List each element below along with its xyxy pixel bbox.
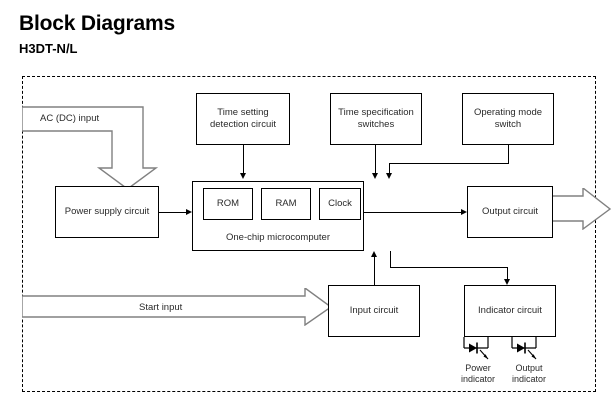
block-time-specification-switches[interactable]: Time specification switches [330,93,422,145]
arrowhead-opmode-to-mcu [385,173,392,179]
line-mcu-right-indicator [390,267,508,268]
line-opmode-left [389,163,509,164]
page-subtitle: H3DT-N/L [19,41,78,56]
line-input-to-mcu [374,257,375,285]
output-indicator-led-icon [506,337,552,368]
block-time-spec-line1: Time specification [338,107,414,118]
power-indicator-led-icon [458,337,504,368]
line-timesetting-to-mcu [243,145,244,173]
block-output-circuit-label: Output circuit [482,206,538,217]
line-opmode-down [508,145,509,164]
line-mcu-to-output [364,212,462,213]
block-time-spec-line2: switches [357,119,395,130]
block-rom-label: ROM [216,198,240,209]
arrowhead-power-to-mcu [186,208,192,215]
page-title: Block Diagrams [19,12,175,35]
block-power-supply-label: Power supply circuit [64,206,150,217]
block-time-setting-detection-circuit[interactable]: Time setting detection circuit [196,93,290,145]
block-time-setting-line1: Time setting [217,107,269,118]
ac-dc-input-label: AC (DC) input [40,113,100,124]
block-ram-label: RAM [275,198,297,209]
block-clock[interactable]: Clock [319,188,361,220]
start-input-block-arrow [22,288,332,326]
power-indicator-line1: Power [465,363,491,373]
line-power-to-mcu [159,212,186,213]
line-opmode-to-mcu [389,163,390,173]
diagram-enclosure-dashed [22,76,596,392]
arrowhead-mcu-to-indicator [503,279,510,285]
arrowhead-input-to-mcu [370,251,377,257]
block-time-setting-line2: detection circuit [209,119,276,130]
block-operating-mode-line2: switch [494,119,522,130]
block-mcu-label: One-chip microcomputer [225,232,330,243]
line-mcu-down-indicator [390,251,391,268]
power-indicator-label: Power indicator [447,363,509,385]
line-timespec-to-mcu [375,145,376,173]
block-power-supply-circuit[interactable]: Power supply circuit [55,186,159,238]
power-indicator-line2: indicator [460,374,496,384]
block-indicator-circuit[interactable]: Indicator circuit [464,285,556,337]
arrowhead-timesetting-to-mcu [239,173,246,179]
output-indicator-label: Output indicator [498,363,560,385]
block-output-circuit[interactable]: Output circuit [467,186,553,238]
start-input-label: Start input [139,302,183,313]
arrowhead-timespec-to-mcu [371,173,378,179]
block-input-circuit[interactable]: Input circuit [328,285,420,337]
block-input-circuit-label: Input circuit [349,305,399,316]
block-clock-label: Clock [328,198,352,209]
output-indicator-line1: Output [515,363,543,373]
output-indicator-line2: indicator [511,374,547,384]
block-indicator-circuit-label: Indicator circuit [478,305,542,316]
arrowhead-mcu-to-output [461,208,467,215]
block-operating-mode-switch[interactable]: Operating mode switch [462,93,554,145]
output-block-arrow [548,188,615,230]
block-ram[interactable]: RAM [261,188,311,220]
block-rom[interactable]: ROM [203,188,253,220]
ac-dc-input-block-arrow [22,106,162,191]
line-indicator-drop [507,267,508,279]
block-operating-mode-line1: Operating mode [473,107,543,118]
